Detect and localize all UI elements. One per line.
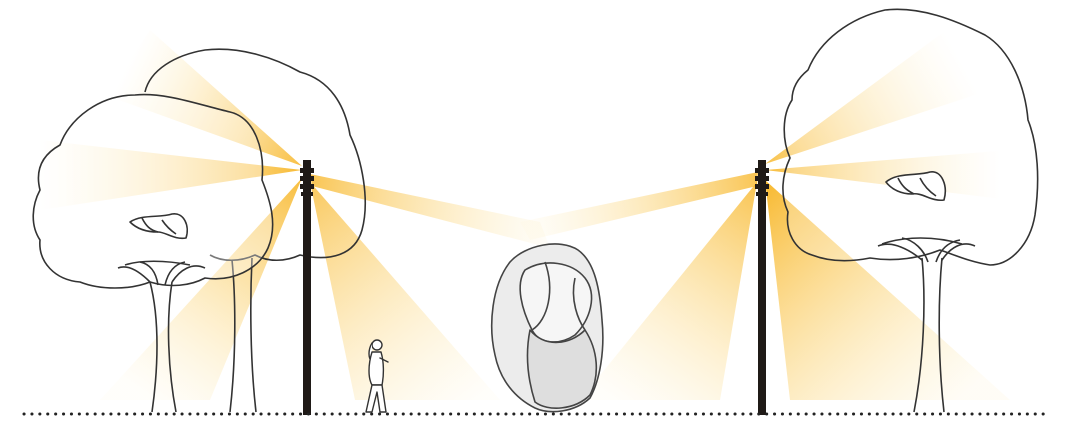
boulder [492, 244, 603, 412]
left-light-pole [300, 160, 314, 415]
right-light-pole [755, 160, 769, 415]
